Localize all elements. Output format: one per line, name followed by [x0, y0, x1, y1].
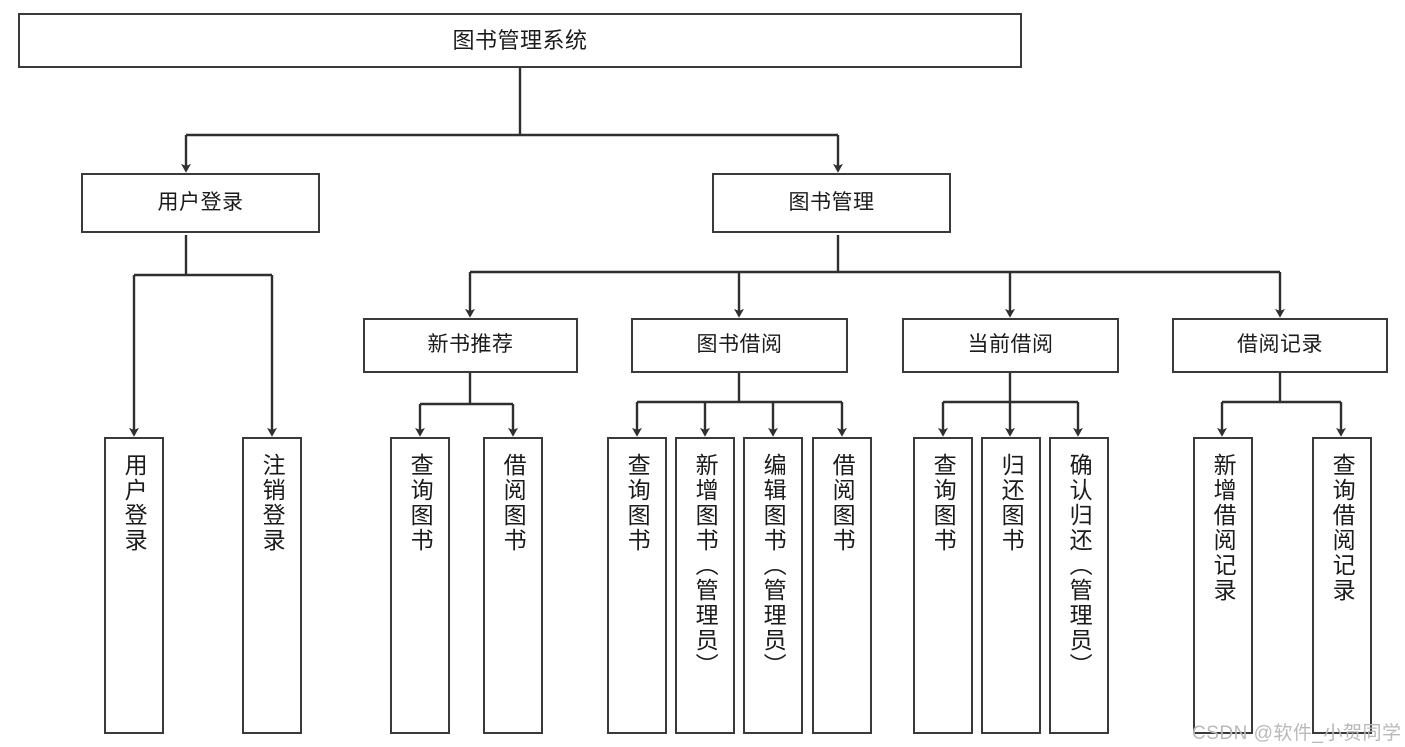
node-leaf-add-book[interactable]: 新增图书（管理员） — [675, 437, 735, 734]
node-leaf-logout-login-label: 注销登录 — [259, 453, 286, 553]
node-leaf-edit-book-label: 编辑图书（管理员） — [760, 453, 787, 678]
node-user-login-label: 用户登录 — [157, 190, 244, 214]
node-leaf-borrow-book-1[interactable]: 借阅图书 — [483, 437, 543, 734]
node-book-manage[interactable]: 图书管理 — [712, 173, 951, 233]
node-leaf-borrow-book-2-label: 借阅图书 — [829, 453, 856, 553]
node-leaf-confirm-return[interactable]: 确认归还（管理员） — [1049, 437, 1109, 734]
node-leaf-query-record[interactable]: 查询借阅记录 — [1312, 437, 1372, 734]
node-user-login[interactable]: 用户登录 — [81, 173, 320, 233]
node-leaf-logout-login[interactable]: 注销登录 — [242, 437, 302, 734]
node-borrow-record[interactable]: 借阅记录 — [1172, 318, 1388, 373]
node-current-borrow[interactable]: 当前借阅 — [902, 318, 1119, 373]
node-new-book-rec[interactable]: 新书推荐 — [363, 318, 578, 373]
node-root[interactable]: 图书管理系统 — [18, 13, 1022, 68]
node-leaf-query-book-2[interactable]: 查询图书 — [607, 437, 667, 734]
node-current-borrow-label: 当前借阅 — [967, 333, 1054, 357]
node-leaf-return-book-label: 归还图书 — [998, 453, 1025, 553]
node-leaf-edit-book[interactable]: 编辑图书（管理员） — [743, 437, 803, 734]
node-book-manage-label: 图书管理 — [788, 190, 875, 214]
node-leaf-return-book[interactable]: 归还图书 — [981, 437, 1041, 734]
node-leaf-query-book-1-label: 查询图书 — [407, 453, 434, 553]
node-leaf-query-book-3[interactable]: 查询图书 — [913, 437, 973, 734]
node-borrow-record-label: 借阅记录 — [1237, 333, 1323, 357]
node-leaf-add-record-label: 新增借阅记录 — [1210, 453, 1237, 603]
node-leaf-user-login[interactable]: 用户登录 — [104, 437, 164, 734]
node-book-borrow[interactable]: 图书借阅 — [631, 318, 848, 373]
node-book-borrow-label: 图书借阅 — [696, 333, 783, 357]
node-leaf-borrow-book-1-label: 借阅图书 — [500, 453, 527, 553]
node-leaf-query-book-1[interactable]: 查询图书 — [390, 437, 450, 734]
node-leaf-query-book-2-label: 查询图书 — [624, 453, 651, 553]
node-root-label: 图书管理系统 — [452, 27, 588, 53]
node-leaf-query-record-label: 查询借阅记录 — [1329, 453, 1356, 603]
node-leaf-add-book-label: 新增图书（管理员） — [692, 453, 719, 678]
node-leaf-user-login-label: 用户登录 — [121, 453, 148, 553]
node-new-book-rec-label: 新书推荐 — [427, 333, 514, 357]
node-leaf-borrow-book-2[interactable]: 借阅图书 — [812, 437, 872, 734]
node-leaf-confirm-return-label: 确认归还（管理员） — [1066, 453, 1093, 678]
node-leaf-query-book-3-label: 查询图书 — [930, 453, 957, 553]
node-leaf-add-record[interactable]: 新增借阅记录 — [1193, 437, 1253, 734]
